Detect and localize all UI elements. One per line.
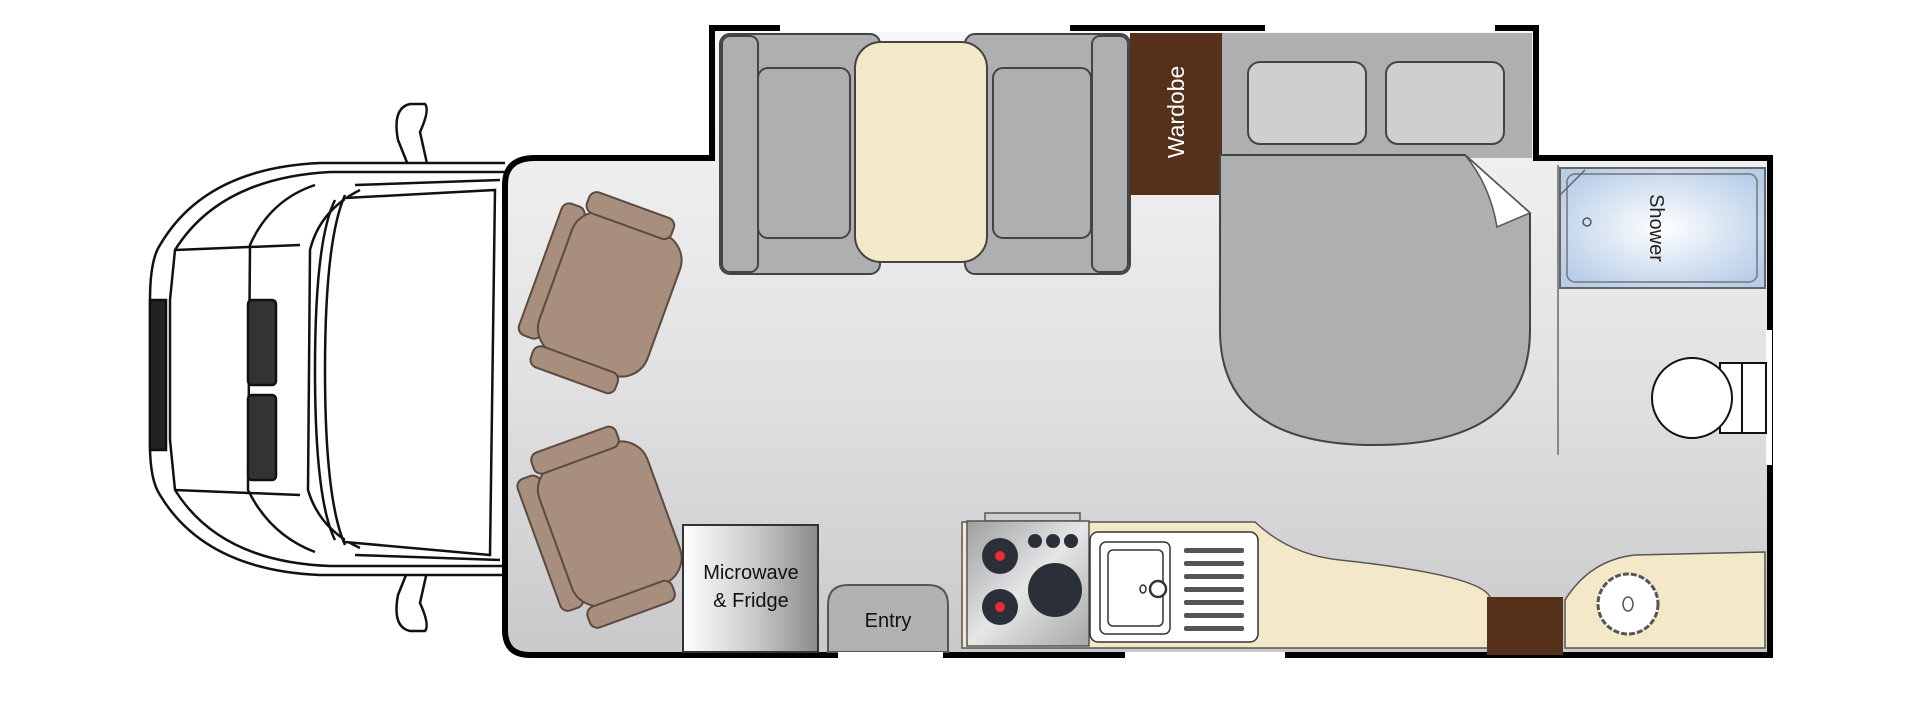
entry-label: Entry xyxy=(865,610,912,632)
hob xyxy=(966,512,1090,647)
cupboard xyxy=(1487,597,1563,655)
hob-burner-large xyxy=(1028,563,1082,617)
hob-knob xyxy=(1028,534,1042,548)
drainer xyxy=(1184,548,1244,631)
cab-seat-top xyxy=(517,191,683,395)
microwave-fridge-label-line2: & Fridge xyxy=(713,590,789,612)
toilet xyxy=(1651,357,1767,439)
washbasin xyxy=(1596,572,1660,636)
microwave-fridge: Microwave & Fridge xyxy=(682,524,819,653)
hob-knob xyxy=(1064,534,1078,548)
window-top-2 xyxy=(1265,25,1495,32)
shower-label: Shower xyxy=(1645,194,1667,262)
cab xyxy=(148,102,505,633)
cab-seat-bottom xyxy=(516,425,683,629)
shower-drain-icon xyxy=(1582,217,1592,227)
pillow-right xyxy=(1385,61,1505,145)
wardrobe: Wardobe xyxy=(1130,33,1222,195)
window-right xyxy=(1766,330,1772,465)
dinette xyxy=(719,33,1131,275)
microwave-fridge-label-line1: Microwave xyxy=(703,562,799,584)
washbasin-drain-icon xyxy=(1622,596,1634,612)
pillow-left xyxy=(1247,61,1367,145)
bed-sheet-fold xyxy=(1464,154,1532,229)
mirror-bottom xyxy=(395,563,430,633)
sink-drain-icon xyxy=(1148,579,1168,599)
bed-mattress xyxy=(1219,154,1531,447)
sink xyxy=(1089,531,1259,643)
bed xyxy=(1219,33,1532,447)
window-bottom-2 xyxy=(1125,652,1285,659)
dinette-table xyxy=(854,41,988,263)
toilet-bowl xyxy=(1651,357,1733,439)
shower: Shower xyxy=(1559,167,1766,289)
entry-step xyxy=(838,652,943,658)
window-top-1 xyxy=(780,25,1070,32)
wardrobe-label: Wardobe xyxy=(1163,66,1189,158)
entry-door[interactable]: Entry xyxy=(827,584,949,658)
hob-knob xyxy=(1046,534,1060,548)
mirror-top xyxy=(395,102,430,172)
